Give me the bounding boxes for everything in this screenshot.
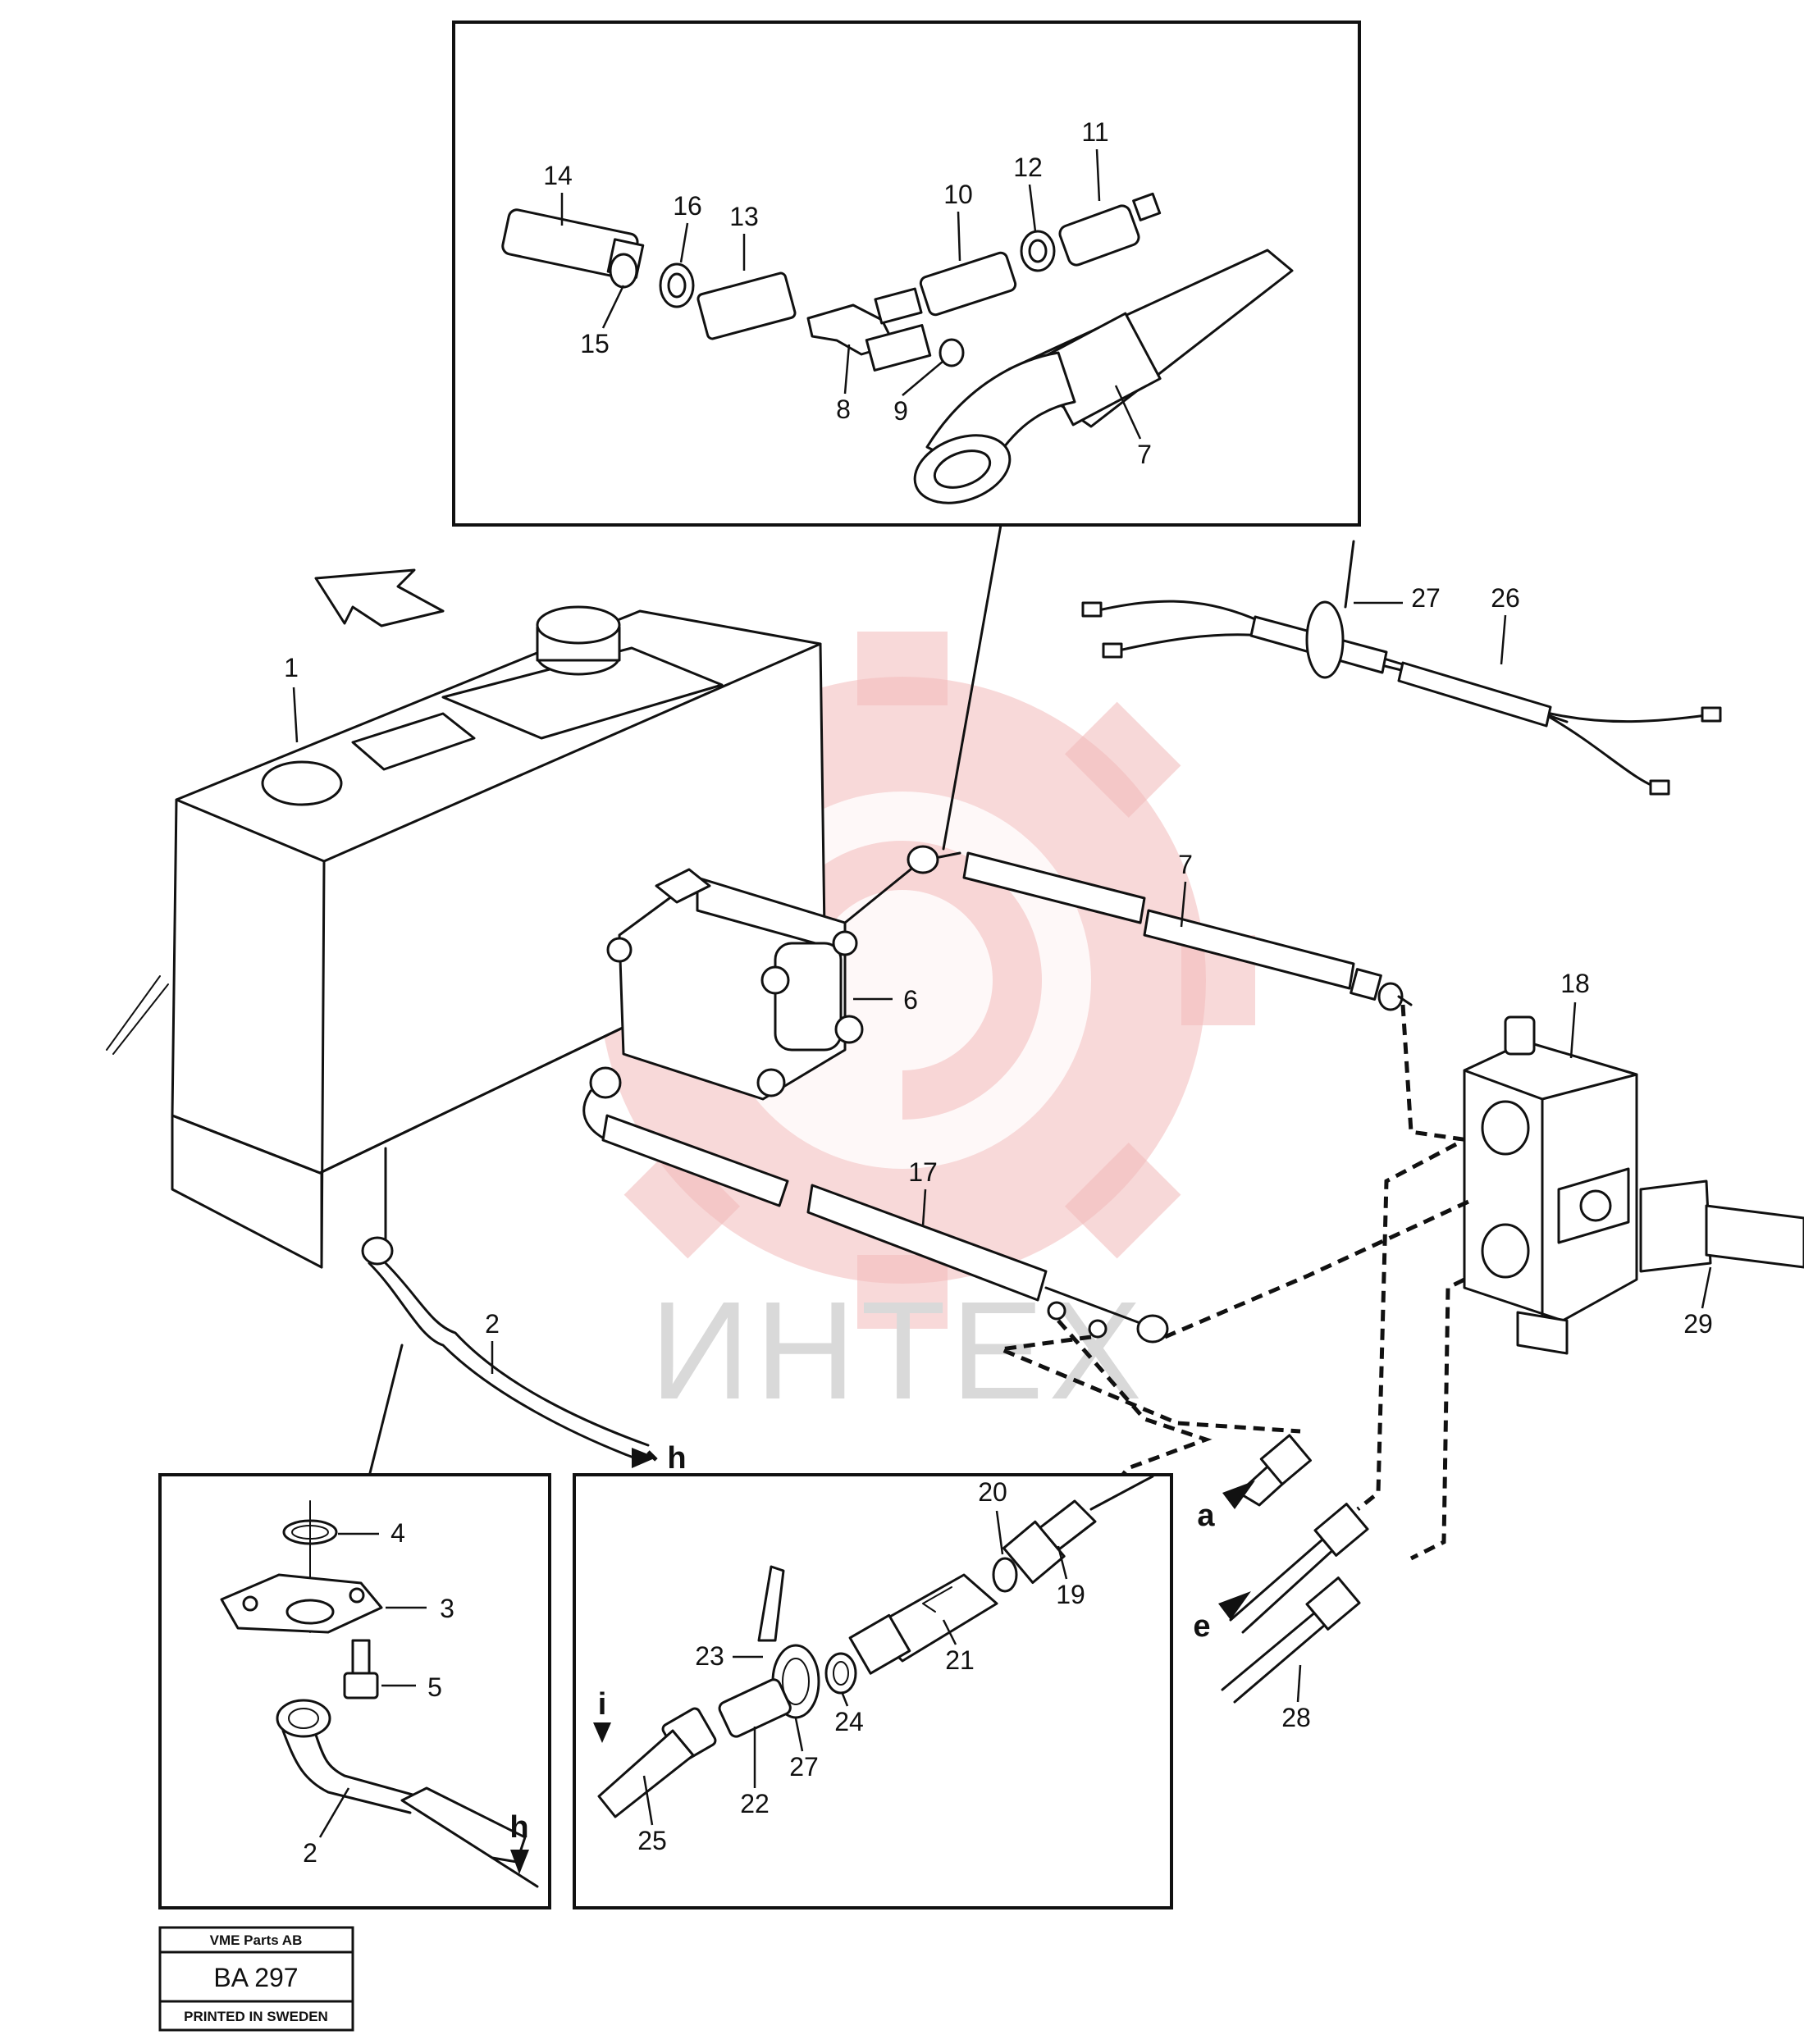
stamp-code: BA 297 <box>213 1963 298 1992</box>
callout-26: 26 <box>1491 583 1520 613</box>
callout-5: 5 <box>427 1672 442 1702</box>
dashed-route-1 <box>1400 1004 1469 1143</box>
control-valve-18 <box>1463 1015 1638 1355</box>
cable-tie-23 <box>757 1565 785 1642</box>
dashed-route-3 <box>1356 1142 1458 1511</box>
fitting-22 <box>718 1678 792 1738</box>
callout-24: 24 <box>834 1707 864 1736</box>
callout-12: 12 <box>1013 153 1043 182</box>
callout-23: 23 <box>695 1641 724 1671</box>
bottom-inset <box>573 1473 1173 1909</box>
callout-27-main: 27 <box>1411 583 1441 613</box>
top-inset: 14 16 13 15 8 9 10 12 11 7 <box>452 21 1361 527</box>
watermark-text: ИНТЕХ <box>650 1273 1147 1429</box>
callout-13: 13 <box>729 202 759 231</box>
inset-leader-top <box>942 523 1002 851</box>
connection-letter-h: h <box>667 1441 686 1476</box>
callout-4: 4 <box>390 1518 405 1548</box>
callout-7: 7 <box>1178 850 1193 879</box>
hose-29 <box>1639 1179 1804 1273</box>
callout-11: 11 <box>1081 117 1108 147</box>
callout-21: 21 <box>945 1645 975 1675</box>
seal-20 <box>992 1557 1018 1593</box>
callout-25: 25 <box>637 1826 667 1855</box>
seal-15 <box>609 253 638 289</box>
dashed-route-5 <box>993 1335 1301 1434</box>
pipe-28 <box>1221 1576 1361 1704</box>
left-inset <box>158 1473 551 1909</box>
seal-ring-9 <box>939 338 965 367</box>
pipe-end-a <box>1237 1434 1312 1507</box>
stamp-printed: PRINTED IN SWEDEN <box>184 2009 328 2024</box>
connection-letter-a: a <box>1197 1499 1215 1533</box>
connection-letter-h-inset: h <box>509 1810 528 1845</box>
connection-letter-e: e <box>1193 1609 1210 1644</box>
callout-17: 17 <box>908 1157 938 1187</box>
pipe-end-e <box>1229 1503 1369 1634</box>
pipe-2 <box>361 1147 650 1462</box>
dashed-route-4 <box>1409 1277 1466 1561</box>
callout-10: 10 <box>943 180 973 209</box>
inset-leader-left <box>368 1344 404 1478</box>
pipe-fitting-2 <box>276 1699 331 1738</box>
callout-27-inset: 27 <box>789 1752 819 1782</box>
cable-tie-27 <box>1305 540 1355 679</box>
arrow-h-inset <box>510 1850 529 1874</box>
title-stamp: VME Parts AB BA 297 PRINTED IN SWEDEN <box>158 1926 354 2032</box>
callout-6: 6 <box>903 985 918 1015</box>
callout-15: 15 <box>580 329 610 358</box>
coupling-13 <box>696 271 797 340</box>
callout-16: 16 <box>673 191 702 221</box>
hydraulic-pump-6 <box>606 868 864 1101</box>
sensor-11 <box>1058 204 1140 267</box>
callout-19: 19 <box>1056 1580 1085 1609</box>
callout-9: 9 <box>893 396 908 426</box>
callout-14: 14 <box>543 161 573 190</box>
callout-18: 18 <box>1560 969 1590 998</box>
dashed-route-2 <box>1164 1199 1470 1339</box>
hose-7 <box>843 845 1413 1011</box>
callout-7-inset: 7 <box>1137 440 1152 469</box>
arrow-a <box>1222 1481 1255 1509</box>
callout-8: 8 <box>836 395 851 424</box>
hose-17 <box>582 1066 1169 1344</box>
callout-20: 20 <box>978 1477 1007 1507</box>
arrow-i <box>593 1722 611 1743</box>
callout-28: 28 <box>1281 1703 1311 1732</box>
bolt-5 <box>351 1639 371 1679</box>
hose-25 <box>597 1729 695 1818</box>
callout-22: 22 <box>740 1789 770 1818</box>
sleeve-10 <box>919 251 1017 317</box>
arrow-h <box>632 1448 656 1468</box>
ring-24 <box>824 1652 857 1695</box>
callout-2: 2 <box>485 1309 500 1339</box>
arrow-e <box>1218 1591 1251 1620</box>
forward-direction-arrow <box>314 568 445 627</box>
callout-3: 3 <box>440 1594 454 1623</box>
stamp-company: VME Parts AB <box>210 1932 303 1948</box>
connection-letter-i: i <box>598 1687 607 1722</box>
callout-29: 29 <box>1683 1309 1713 1339</box>
callout-1: 1 <box>284 653 299 682</box>
callout-2-inset: 2 <box>303 1838 317 1868</box>
